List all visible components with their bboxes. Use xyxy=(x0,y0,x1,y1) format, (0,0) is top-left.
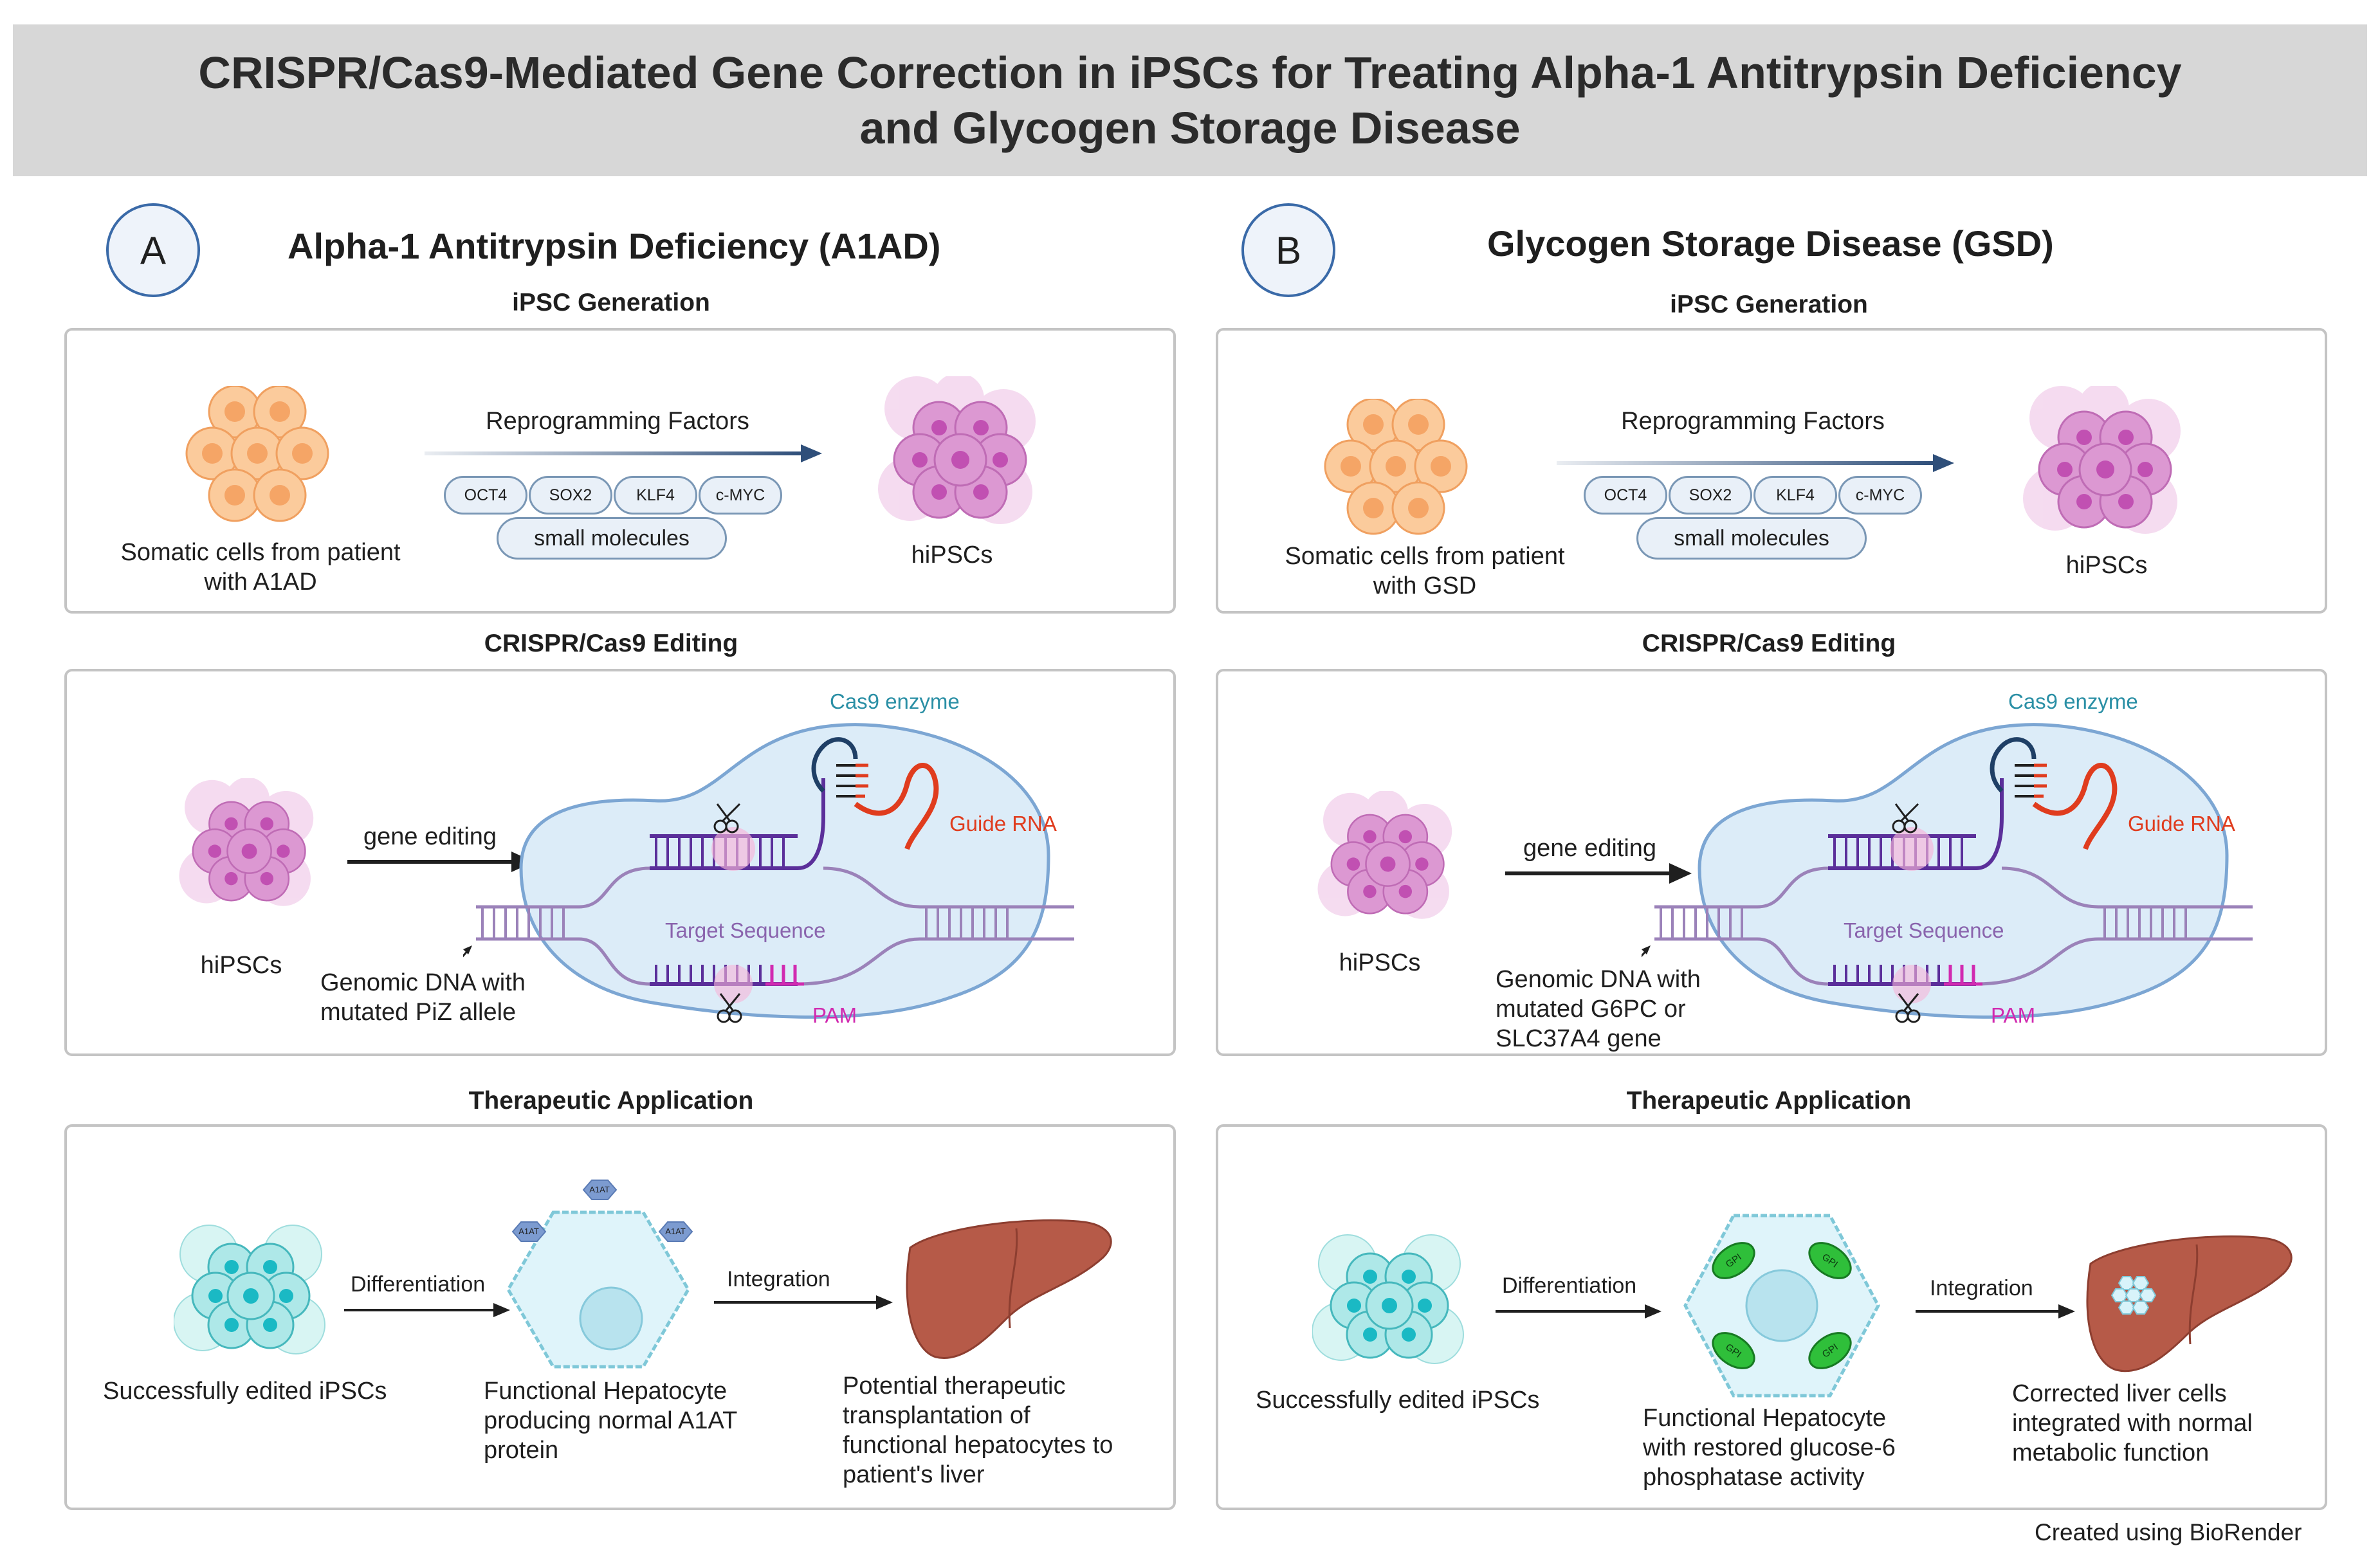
hipsc-label: hiPSCs xyxy=(911,542,993,569)
panel-b-therapy-heading: Therapeutic Application xyxy=(1626,1087,1912,1115)
hepatocyte-icon: GPI GPI GPI GPI xyxy=(1683,1214,1880,1398)
reprogramming-label: Reprogramming Factors xyxy=(1621,408,1885,435)
differentiation-label: Differentiation xyxy=(351,1272,486,1297)
integration-arrow xyxy=(1916,1304,2075,1318)
a1at-tag: A1AT xyxy=(665,1226,686,1236)
factor-oct4: OCT4 xyxy=(1584,476,1667,515)
gene-editing-label: gene editing xyxy=(1523,835,1657,862)
small-molecules-pill: small molecules xyxy=(1636,517,1867,560)
biorender-credit: Created using BioRender xyxy=(2035,1519,2302,1545)
factor-oct4: OCT4 xyxy=(444,476,527,515)
differentiation-label: Differentiation xyxy=(1502,1273,1637,1298)
reprogramming-label: Reprogramming Factors xyxy=(486,408,749,435)
title-line-2: and Glycogen Storage Disease xyxy=(859,103,1521,153)
hipsc-label: hiPSCs xyxy=(200,952,282,979)
integration-label: Integration xyxy=(727,1267,830,1291)
panel-b-editing-heading: CRISPR/Cas9 Editing xyxy=(1642,630,1896,657)
factor-klf4: KLF4 xyxy=(1753,476,1837,515)
somatic-cells-icon xyxy=(185,386,329,522)
cas9-complex-icon xyxy=(463,723,1074,1023)
gene-editing-arrow xyxy=(1505,863,1692,884)
panel-a-therapy-heading: Therapeutic Application xyxy=(468,1087,754,1115)
hipsc-cluster-icon xyxy=(179,778,314,906)
hipsc-cluster-icon xyxy=(1317,791,1452,919)
corrected-liver-icon xyxy=(2086,1235,2293,1372)
factor-cmyc: c-MYC xyxy=(1838,476,1922,515)
hipsc-cluster-icon xyxy=(2023,386,2181,534)
panel-a-title: Alpha-1 Antitrypsin Deficiency (A1AD) xyxy=(288,226,941,266)
differentiation-arrow xyxy=(344,1303,510,1317)
gene-editing-label: gene editing xyxy=(363,823,497,850)
edited-ipsc-cluster-icon xyxy=(1312,1234,1464,1364)
cas9-complex-icon xyxy=(1642,723,2253,1023)
edited-ipsc-cluster-icon xyxy=(174,1225,325,1354)
integration-arrow xyxy=(714,1295,893,1309)
panel-b-title: Glycogen Storage Disease (GSD) xyxy=(1487,223,2054,264)
reprogramming-arrow xyxy=(425,444,822,462)
factor-sox2: SOX2 xyxy=(1669,476,1752,515)
guide-rna-label: Guide RNA xyxy=(949,812,1057,835)
factor-cmyc: c-MYC xyxy=(699,476,782,515)
edited-ipsc-label: Successfully edited iPSCs xyxy=(1256,1387,1540,1414)
guide-rna-label: Guide RNA xyxy=(2128,812,2235,835)
title-line-1: CRISPR/Cas9-Mediated Gene Correction in … xyxy=(198,48,2182,98)
hepatocyte-icon: A1AT A1AT A1AT xyxy=(506,1180,693,1369)
a1at-tag: A1AT xyxy=(518,1226,539,1236)
cas9-label: Cas9 enzyme xyxy=(2008,689,2138,713)
factor-sox2: SOX2 xyxy=(529,476,612,515)
liver-icon xyxy=(906,1219,1112,1359)
panel-a-generation-heading: iPSC Generation xyxy=(512,289,710,316)
hipsc-label: hiPSCs xyxy=(2065,552,2148,579)
target-sequence-label: Target Sequence xyxy=(1844,918,2004,942)
panel-a-badge: A xyxy=(106,203,200,297)
pam-label: PAM xyxy=(1991,1003,2036,1027)
small-molecules-pill: small molecules xyxy=(497,517,727,560)
panel-b-badge: B xyxy=(1241,203,1335,297)
cas9-label: Cas9 enzyme xyxy=(830,689,960,713)
hipsc-cluster-icon xyxy=(878,376,1036,524)
pam-label: PAM xyxy=(812,1003,857,1027)
panel-a-editing-heading: CRISPR/Cas9 Editing xyxy=(484,630,738,657)
target-sequence-label: Target Sequence xyxy=(665,918,826,942)
edited-ipsc-label: Successfully edited iPSCs xyxy=(103,1378,387,1405)
hipsc-label: hiPSCs xyxy=(1339,949,1421,976)
factor-klf4: KLF4 xyxy=(614,476,697,515)
somatic-cells-icon xyxy=(1324,399,1468,535)
reprogramming-arrow xyxy=(1557,454,1954,472)
integration-label: Integration xyxy=(1930,1276,2033,1300)
title-banner: CRISPR/Cas9-Mediated Gene Correction in … xyxy=(13,24,2367,176)
differentiation-arrow xyxy=(1496,1304,1661,1318)
panel-b-generation-heading: iPSC Generation xyxy=(1670,291,1868,318)
a1at-tag: A1AT xyxy=(589,1185,610,1194)
